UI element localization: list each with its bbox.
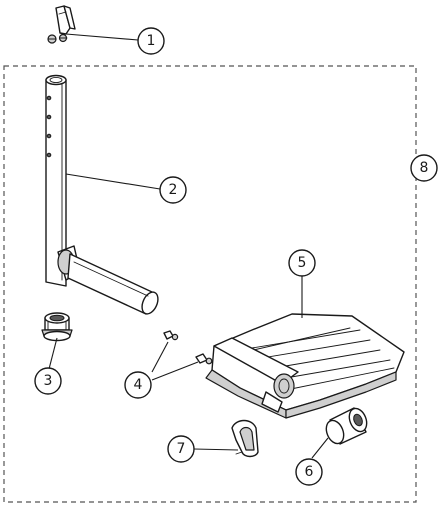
callout-part-8: 8 <box>410 154 438 182</box>
callout-label-7: 7 <box>177 441 186 457</box>
footplate-part-5 <box>205 313 405 419</box>
pin-part-4 <box>163 330 213 365</box>
leader-3 <box>48 337 58 370</box>
callout-part-2: 2 <box>159 176 187 204</box>
callout-label-3: 3 <box>44 373 53 389</box>
leader-lines <box>48 33 329 459</box>
callout-part-5: 5 <box>288 249 316 277</box>
assembly-boundary-dashed-box <box>3 65 417 503</box>
callout-label-6: 6 <box>305 464 314 480</box>
leader-1 <box>65 33 139 41</box>
leader-4b <box>151 361 199 381</box>
callout-label-4: 4 <box>134 377 143 393</box>
callout-label-8: 8 <box>420 160 429 176</box>
callout-part-7: 7 <box>167 435 195 463</box>
callout-part-1: 1 <box>137 27 165 55</box>
callout-part-6: 6 <box>295 458 323 486</box>
bumper-part-6 <box>325 407 368 445</box>
callout-label-1: 1 <box>147 33 156 49</box>
leader-2 <box>65 173 161 190</box>
callout-label-2: 2 <box>169 182 178 198</box>
leader-6 <box>311 437 329 459</box>
leader-7 <box>193 448 239 451</box>
clip-part-7 <box>231 419 259 458</box>
plug-cap-part-3 <box>41 312 73 342</box>
hinge-clamp-part-1 <box>47 5 76 44</box>
callout-part-4: 4 <box>124 371 152 399</box>
leader-4a <box>151 341 169 373</box>
callout-part-3: 3 <box>34 367 62 395</box>
callout-label-5: 5 <box>298 255 307 271</box>
hanger-tube-part-2 <box>45 74 159 315</box>
